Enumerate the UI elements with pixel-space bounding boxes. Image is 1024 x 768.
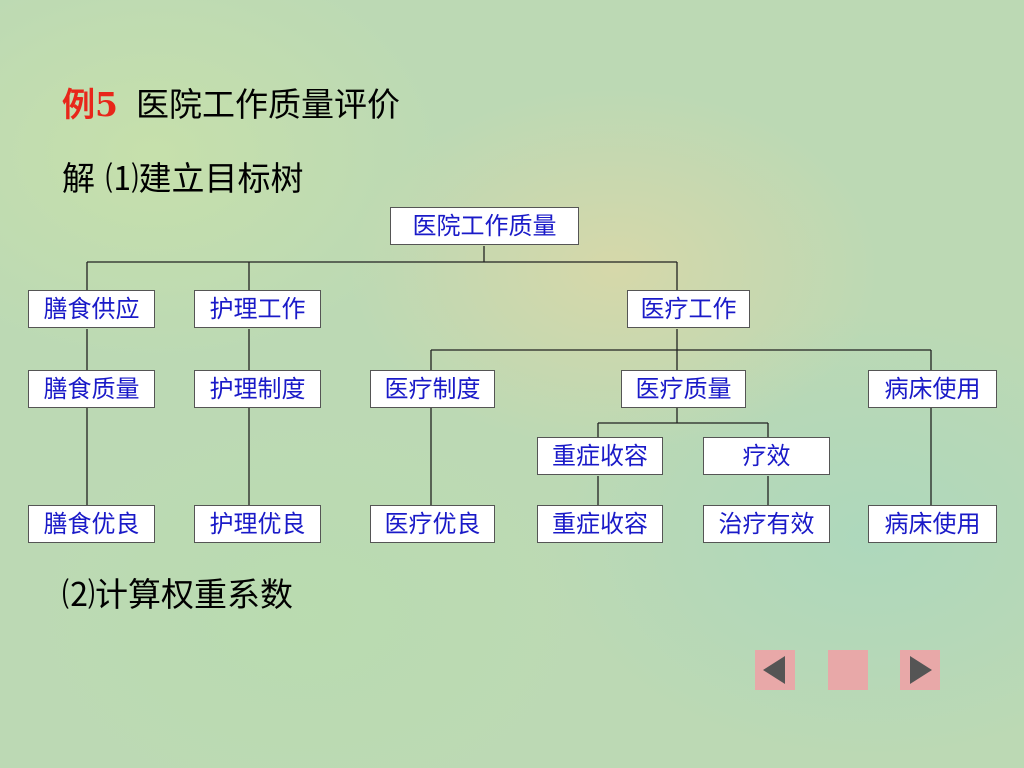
node-diet-excellent: 膳食优良 (28, 505, 155, 543)
node-severe-admission-leaf: 重症收容 (537, 505, 663, 543)
slide-title: 例5 医院工作质量评价 (62, 78, 400, 126)
node-efficacy: 疗效 (703, 437, 830, 475)
node-bed-usage-leaf: 病床使用 (868, 505, 997, 543)
prev-arrow-icon (763, 656, 785, 684)
node-nursing-excellent: 护理优良 (194, 505, 321, 543)
solution-step-1: 解 ⑴建立目标树 (62, 159, 304, 198)
solution-step-2: ⑵计算权重系数 (62, 575, 293, 614)
node-nursing-system: 护理制度 (194, 370, 321, 408)
node-effective-treatment: 治疗有效 (703, 505, 830, 543)
next-button[interactable] (900, 650, 940, 690)
connector-root (86, 246, 678, 290)
node-nursing-work: 护理工作 (194, 290, 321, 328)
node-medical-quality: 医疗质量 (621, 370, 746, 408)
node-medical-work: 医疗工作 (627, 290, 750, 328)
node-diet-quality: 膳食质量 (28, 370, 155, 408)
home-icon (828, 650, 868, 690)
prev-button[interactable] (755, 650, 795, 690)
example-label: 例5 (62, 85, 118, 124)
node-diet-supply: 膳食供应 (28, 290, 155, 328)
title-text: 医院工作质量评价 (135, 85, 400, 124)
node-root: 医院工作质量 (390, 207, 579, 245)
home-button[interactable] (828, 650, 868, 690)
connector-med-quality (597, 408, 769, 437)
node-medical-excellent: 医疗优良 (370, 505, 495, 543)
node-medical-system: 医疗制度 (370, 370, 495, 408)
next-arrow-icon (910, 656, 932, 684)
connector-medical-work (430, 329, 932, 370)
node-bed-usage: 病床使用 (868, 370, 997, 408)
node-severe-admission: 重症收容 (537, 437, 663, 475)
